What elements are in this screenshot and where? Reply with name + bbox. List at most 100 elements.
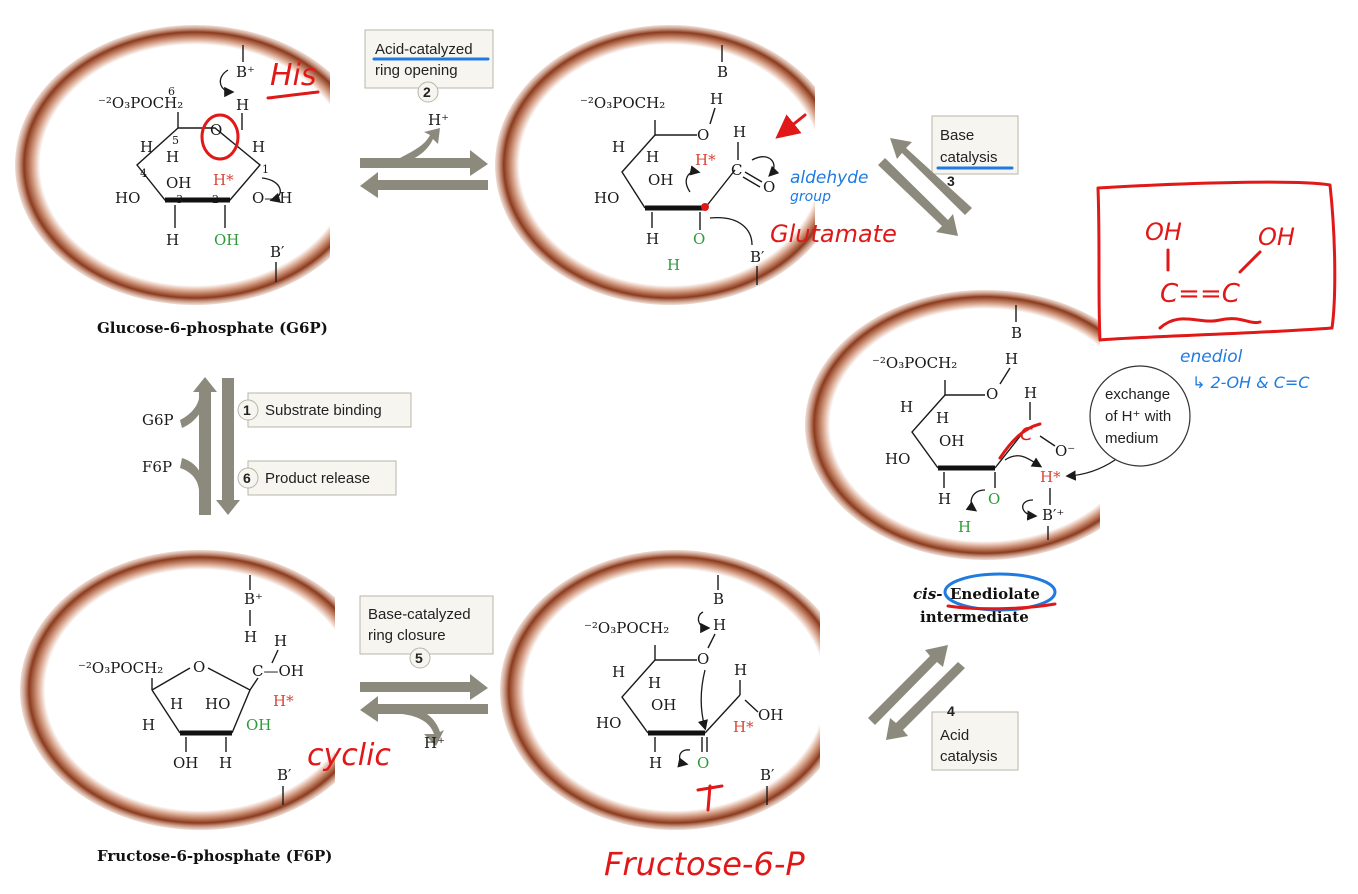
- step-5-h-plus: H⁺: [424, 734, 445, 752]
- svg-text:ring closure: ring closure: [368, 627, 446, 644]
- svg-text:OH: OH: [1145, 218, 1182, 246]
- svg-text:catalysis: catalysis: [940, 748, 998, 765]
- svg-text:O: O: [693, 230, 705, 248]
- svg-text:H: H: [900, 398, 913, 416]
- step-4-equilibrium-arrows: [868, 645, 965, 740]
- svg-text:5: 5: [172, 134, 179, 147]
- svg-text:H: H: [648, 674, 661, 692]
- enediolate-structure: B ⁻²O₃POCH₂ H O H O⁻ H H OH HO H O H H* …: [872, 305, 1075, 540]
- svg-text:5: 5: [415, 650, 423, 666]
- svg-text:OH: OH: [214, 231, 239, 249]
- annotation-his: His: [200, 58, 320, 161]
- svg-text:B′: B′: [760, 766, 775, 784]
- svg-text:OH: OH: [651, 696, 676, 714]
- svg-text:H: H: [958, 518, 971, 536]
- svg-text:2: 2: [423, 84, 431, 100]
- g6p-ring-o: O: [210, 121, 222, 139]
- svg-text:catalysis: catalysis: [940, 149, 998, 166]
- svg-text:O: O: [697, 754, 709, 772]
- svg-text:H*: H*: [1040, 468, 1061, 486]
- svg-text:H: H: [219, 754, 232, 772]
- svg-text:H: H: [236, 96, 249, 114]
- svg-text:Base: Base: [940, 127, 974, 144]
- fructose-open-structure: B ⁻²O₃POCH₂ H O H OH H* H H OH HO H O B′: [584, 575, 783, 805]
- svg-text:H: H: [646, 230, 659, 248]
- svg-text:H: H: [1005, 350, 1018, 368]
- exchange-bubble: exchange of H⁺ with medium: [1065, 365, 1191, 481]
- svg-text:⁻²O₃POCH₂: ⁻²O₃POCH₂: [872, 354, 957, 372]
- svg-text:H*: H*: [695, 151, 716, 169]
- step-5-equilibrium-arrows: [360, 674, 488, 746]
- step-3-equilibrium-arrows: [878, 138, 972, 236]
- svg-text:O⁻: O⁻: [1055, 442, 1075, 460]
- svg-text:O: O: [763, 178, 775, 196]
- svg-text:O: O: [697, 650, 709, 668]
- svg-text:C—OH: C—OH: [252, 662, 304, 680]
- svg-text:H: H: [713, 616, 726, 634]
- step-1-tag: 1 Substrate binding: [237, 392, 412, 428]
- enzyme-pocket-open-chain: [495, 20, 875, 310]
- svg-text:HO: HO: [594, 189, 619, 207]
- svg-text:⁻²O₃POCH₂: ⁻²O₃POCH₂: [78, 659, 163, 677]
- svg-text:aldehyde: aldehyde: [790, 168, 868, 188]
- svg-text:B′: B′: [270, 243, 285, 261]
- enzyme-pocket-f6p: [20, 545, 395, 835]
- svg-text:H: H: [166, 148, 179, 166]
- svg-text:C==C: C==C: [1160, 279, 1241, 309]
- svg-text:His: His: [270, 58, 317, 93]
- svg-text:4: 4: [140, 167, 147, 180]
- step-5-box: Base-catalyzed ring closure 5: [359, 595, 494, 669]
- svg-text:H: H: [667, 256, 680, 274]
- svg-text:H: H: [936, 409, 949, 427]
- step-4-box: 4 Acid catalysis: [931, 703, 1019, 771]
- side-label-f6p: F6P: [142, 458, 172, 476]
- svg-text:H: H: [733, 123, 746, 141]
- caption-enediolate: cis- Enediolate intermediate: [913, 572, 1057, 626]
- svg-text:Product release: Product release: [265, 470, 370, 487]
- svg-text:ring opening: ring opening: [375, 62, 458, 79]
- svg-text:B⁺: B⁺: [244, 590, 263, 608]
- caption-f6p: Fructose-6-phosphate (F6P): [97, 847, 332, 865]
- enzyme-pocket-g6p: [15, 20, 390, 310]
- svg-text:exchange: exchange: [1105, 386, 1170, 403]
- svg-text:C: C: [1020, 424, 1033, 445]
- annotation-fructose: Fructose-6-P: [604, 784, 805, 883]
- svg-text:Substrate binding: Substrate binding: [265, 402, 382, 419]
- step-6-tag: 6 Product release: [237, 460, 397, 496]
- svg-text:enediol: enediol: [1180, 347, 1243, 367]
- svg-text:O: O: [193, 658, 205, 676]
- svg-text:OH: OH: [166, 174, 191, 192]
- g6p-b-plus: B⁺: [236, 63, 255, 81]
- svg-text:HO: HO: [205, 695, 230, 713]
- step-2-equilibrium-arrows: [360, 128, 488, 198]
- svg-text:1: 1: [243, 402, 251, 418]
- svg-text:medium: medium: [1105, 430, 1158, 447]
- svg-text:group: group: [790, 189, 831, 205]
- svg-text:3: 3: [947, 173, 955, 189]
- svg-text:HO: HO: [115, 189, 140, 207]
- svg-text:O: O: [697, 126, 709, 144]
- svg-text:Acid: Acid: [940, 727, 969, 744]
- open-chain-structure: B ⁻²O₃POCH₂ H O H C O H H OH H* HO H O H…: [580, 45, 780, 285]
- g6p-phosphate: ⁻²O₃POCH₂: [98, 94, 183, 112]
- svg-text:H: H: [938, 490, 951, 508]
- svg-text:H*: H*: [733, 718, 754, 736]
- svg-text:B′: B′: [277, 766, 292, 784]
- svg-text:H: H: [1024, 384, 1037, 402]
- svg-text:6: 6: [168, 85, 175, 98]
- svg-text:of H⁺ with: of H⁺ with: [1105, 408, 1171, 425]
- svg-text:H: H: [734, 661, 747, 679]
- svg-text:H: H: [612, 663, 625, 681]
- svg-text:B: B: [717, 63, 728, 81]
- svg-text:OH: OH: [173, 754, 198, 772]
- svg-text:B′⁺: B′⁺: [1042, 506, 1064, 524]
- svg-text:4: 4: [947, 703, 955, 719]
- svg-text:O: O: [988, 490, 1000, 508]
- svg-text:B′: B′: [750, 248, 765, 266]
- step-2-box: Acid-catalyzed ring opening 2: [364, 29, 494, 103]
- g6p-h-star: H*: [213, 171, 234, 189]
- svg-text:H: H: [140, 138, 153, 156]
- svg-text:⁻²O₃POCH₂: ⁻²O₃POCH₂: [580, 94, 665, 112]
- svg-text:Glutamate: Glutamate: [770, 220, 897, 248]
